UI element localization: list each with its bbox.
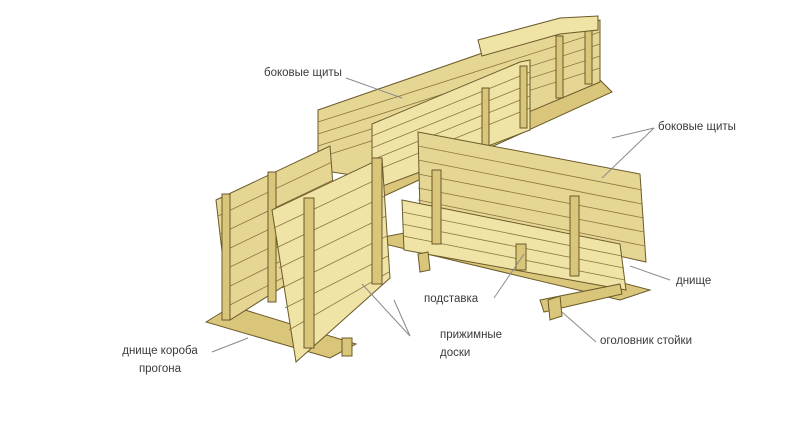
rear-girder-top-ledge [477,15,599,57]
rear-clamp-board-2 [519,65,528,129]
label-girder-box-bottom-line1: днище короба [122,345,198,357]
right-girder-far-panel [417,131,647,263]
label-clamp-boards-line1: прижимные [440,329,503,341]
label-clamp-boards-line2: доски [440,347,471,359]
right-girder-formwork [367,131,652,321]
label-post-head: оголовник стойки [600,335,692,347]
support-post [515,243,527,271]
leader-support [493,253,525,299]
leader-bottom [629,265,671,281]
leader-side-panels-right-1 [611,127,655,139]
leader-side-panels-top [345,77,403,99]
front-left-clamp-2 [267,171,277,303]
leader-post-head [561,311,597,343]
front-near-clamp-1 [303,197,315,349]
leader-lines [211,77,671,353]
label-support: подставка [424,293,479,305]
front-near-clamp-2 [371,157,383,285]
leader-clamp-boards-2 [393,299,411,337]
label-bottom: днище [676,275,712,287]
leader-girder-box-bottom [211,337,249,353]
label-girder-box-bottom-line2: прогона [138,363,182,375]
right-clamp-board-1 [431,169,442,245]
post-head-leg [547,295,563,321]
front-girder-formwork [204,145,391,363]
rear-clamp-board-1 [481,87,490,151]
front-support-leg [341,337,353,357]
leader-side-panels-right-2 [601,127,655,179]
rear-clamp-board-3 [555,35,564,99]
right-clamp-board-2 [569,195,580,277]
right-support-leg [417,251,431,273]
label-side-panels-top: боковые щиты [264,67,342,79]
label-side-panels-right: боковые щиты [658,121,736,133]
leader-clamp-boards-1 [361,283,411,337]
front-left-near-panel [271,157,391,363]
front-left-clamp-1 [221,193,231,321]
